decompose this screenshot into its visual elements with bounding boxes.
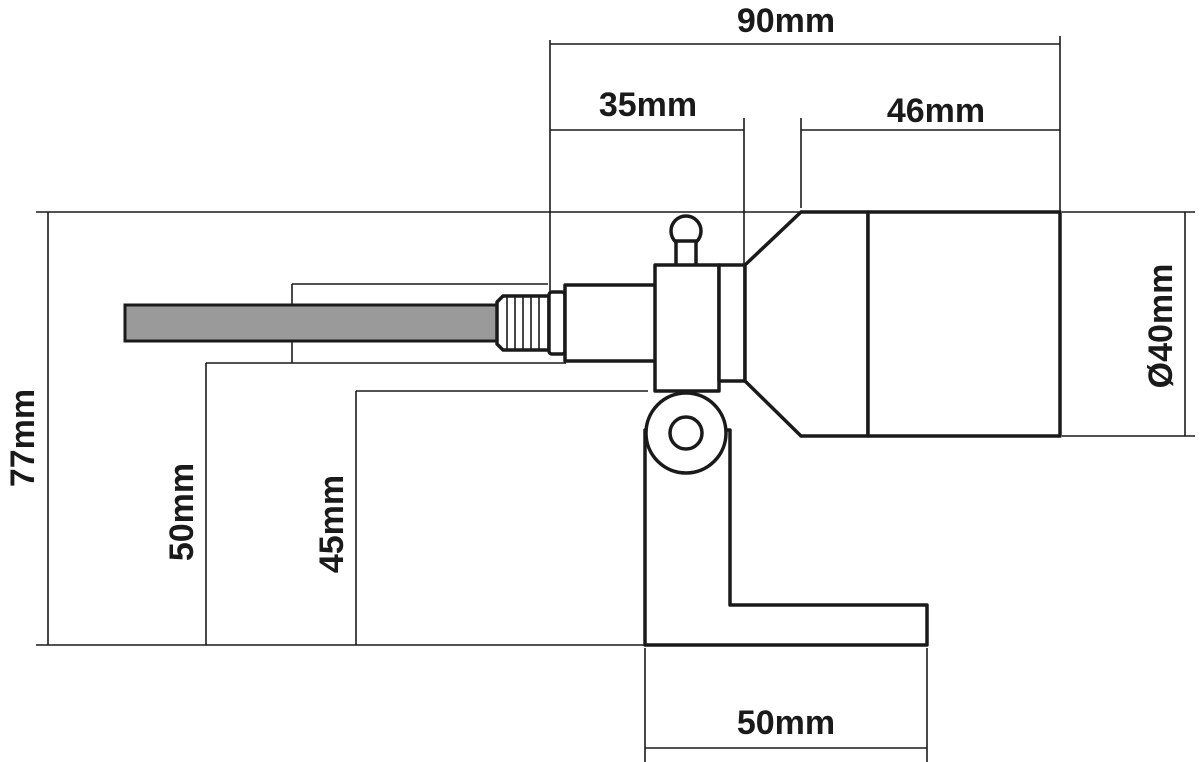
label-overall-height: 77mm — [4, 389, 42, 487]
gland-nut — [547, 290, 567, 356]
gland-ridges — [506, 297, 540, 349]
label-head-length: 46mm — [887, 92, 985, 130]
spotlight-part — [123, 210, 1062, 647]
label-base-length: 50mm — [737, 704, 835, 742]
label-head-diameter: Ø40mm — [1142, 264, 1180, 389]
label-overall-length: 90mm — [737, 2, 835, 40]
knob-stem — [674, 239, 698, 269]
threaded-tube — [563, 283, 660, 363]
dimension-labels: 90mm 35mm 46mm 50mm Ø40mm 77mm 50mm 45mm — [4, 2, 1180, 742]
pivot-screw-icon — [668, 415, 704, 451]
label-neck-length: 35mm — [599, 86, 697, 124]
mounting-bracket — [643, 428, 929, 647]
cable — [123, 303, 499, 343]
label-pivot-height: 45mm — [313, 475, 351, 573]
dimension-lines — [36, 36, 1195, 762]
head-ring — [717, 263, 747, 383]
clamp-block — [653, 263, 721, 393]
label-axis-height: 50mm — [163, 463, 201, 561]
head-cylinder — [866, 210, 1062, 438]
head-cone — [743, 210, 870, 438]
